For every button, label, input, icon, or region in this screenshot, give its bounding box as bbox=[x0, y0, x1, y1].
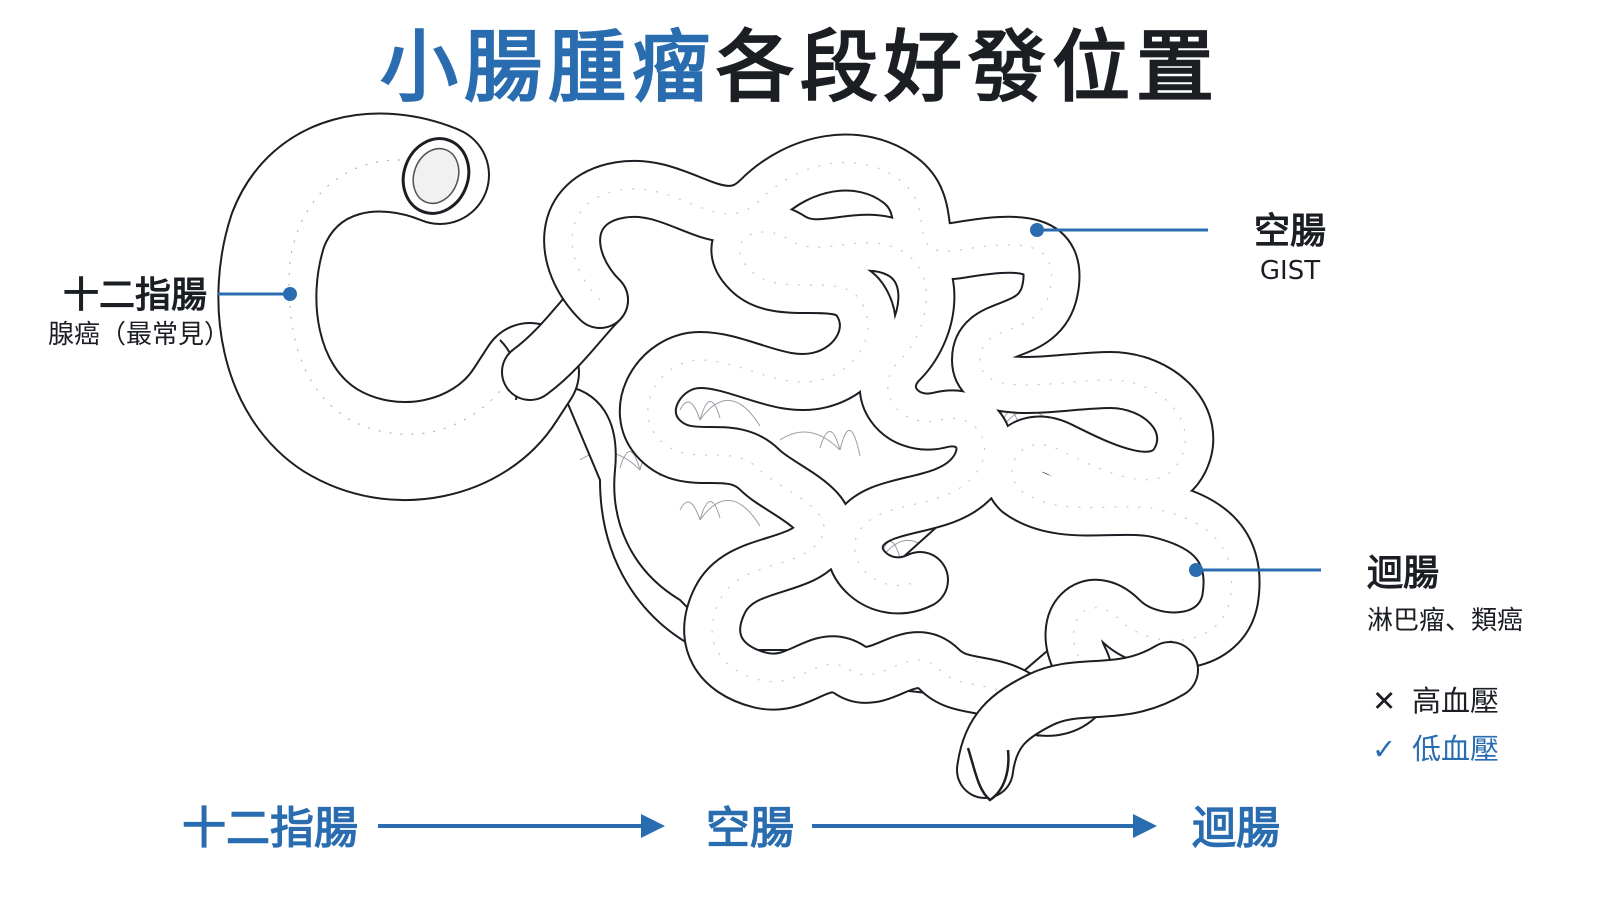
label-duodenum-tumor: 腺癌（最常見） bbox=[48, 320, 231, 350]
bp-option-high-text: 高血壓 bbox=[1412, 684, 1500, 718]
mesentery-fibre bbox=[619, 451, 641, 471]
dot-icon bbox=[1030, 223, 1044, 237]
label-ileum: 迴腸 淋巴瘤、類癌 bbox=[1367, 552, 1523, 638]
flow-step-ileum: 迴腸 bbox=[1192, 803, 1280, 854]
title-rest: 各段好發位置 bbox=[716, 23, 1221, 113]
dot-icon bbox=[1189, 563, 1203, 577]
duodenum bbox=[217, 112, 580, 501]
label-duodenum-name: 十二指腸 bbox=[62, 275, 207, 316]
label-jejunum-name: 空腸 bbox=[1254, 211, 1327, 252]
pointers bbox=[218, 223, 1321, 577]
mesentery-fibre bbox=[839, 429, 861, 457]
label-ileum-tumor: 淋巴瘤、類癌 bbox=[1367, 606, 1524, 636]
cross-icon: ✕ bbox=[1372, 684, 1397, 718]
flow-step-duodenum: 十二指腸 bbox=[182, 803, 358, 854]
jejunum-ileum-coils bbox=[543, 133, 1261, 737]
mesentery-fibre bbox=[679, 401, 701, 421]
title-highlight: 小腸腫瘤 bbox=[379, 23, 716, 113]
mesentery-fibre bbox=[779, 431, 841, 451]
flow-step-jejunum: 空腸 bbox=[706, 803, 794, 854]
mesentery-fibre bbox=[819, 431, 841, 451]
mesentery-fibre bbox=[699, 500, 761, 527]
bp-option-low-text: 低血壓 bbox=[1412, 732, 1500, 766]
arrow-right-icon bbox=[1133, 814, 1157, 838]
check-icon: ✓ bbox=[1372, 732, 1397, 766]
mesentery-fibre bbox=[699, 400, 761, 427]
label-jejunum: 空腸 GIST bbox=[1254, 210, 1326, 288]
label-ileum-name: 迴腸 bbox=[1367, 553, 1440, 594]
flow-arrows bbox=[378, 814, 1157, 838]
terminal-ileum bbox=[956, 641, 1199, 802]
arrow-right-icon bbox=[641, 814, 665, 838]
mesentery-fibre bbox=[679, 501, 701, 521]
label-duodenum: 十二指腸 腺癌（最常見） bbox=[48, 274, 230, 352]
page-title: 小腸腫瘤各段好發位置 bbox=[0, 22, 1600, 114]
mesentery-fibre bbox=[699, 501, 721, 521]
bp-option-low: ✓ 低血壓 bbox=[1372, 731, 1499, 767]
dot-icon bbox=[283, 287, 297, 301]
bp-option-high: ✕ 高血壓 bbox=[1372, 683, 1499, 719]
mesentery-fibre bbox=[699, 401, 721, 421]
label-jejunum-tumor: GIST bbox=[1259, 256, 1321, 286]
